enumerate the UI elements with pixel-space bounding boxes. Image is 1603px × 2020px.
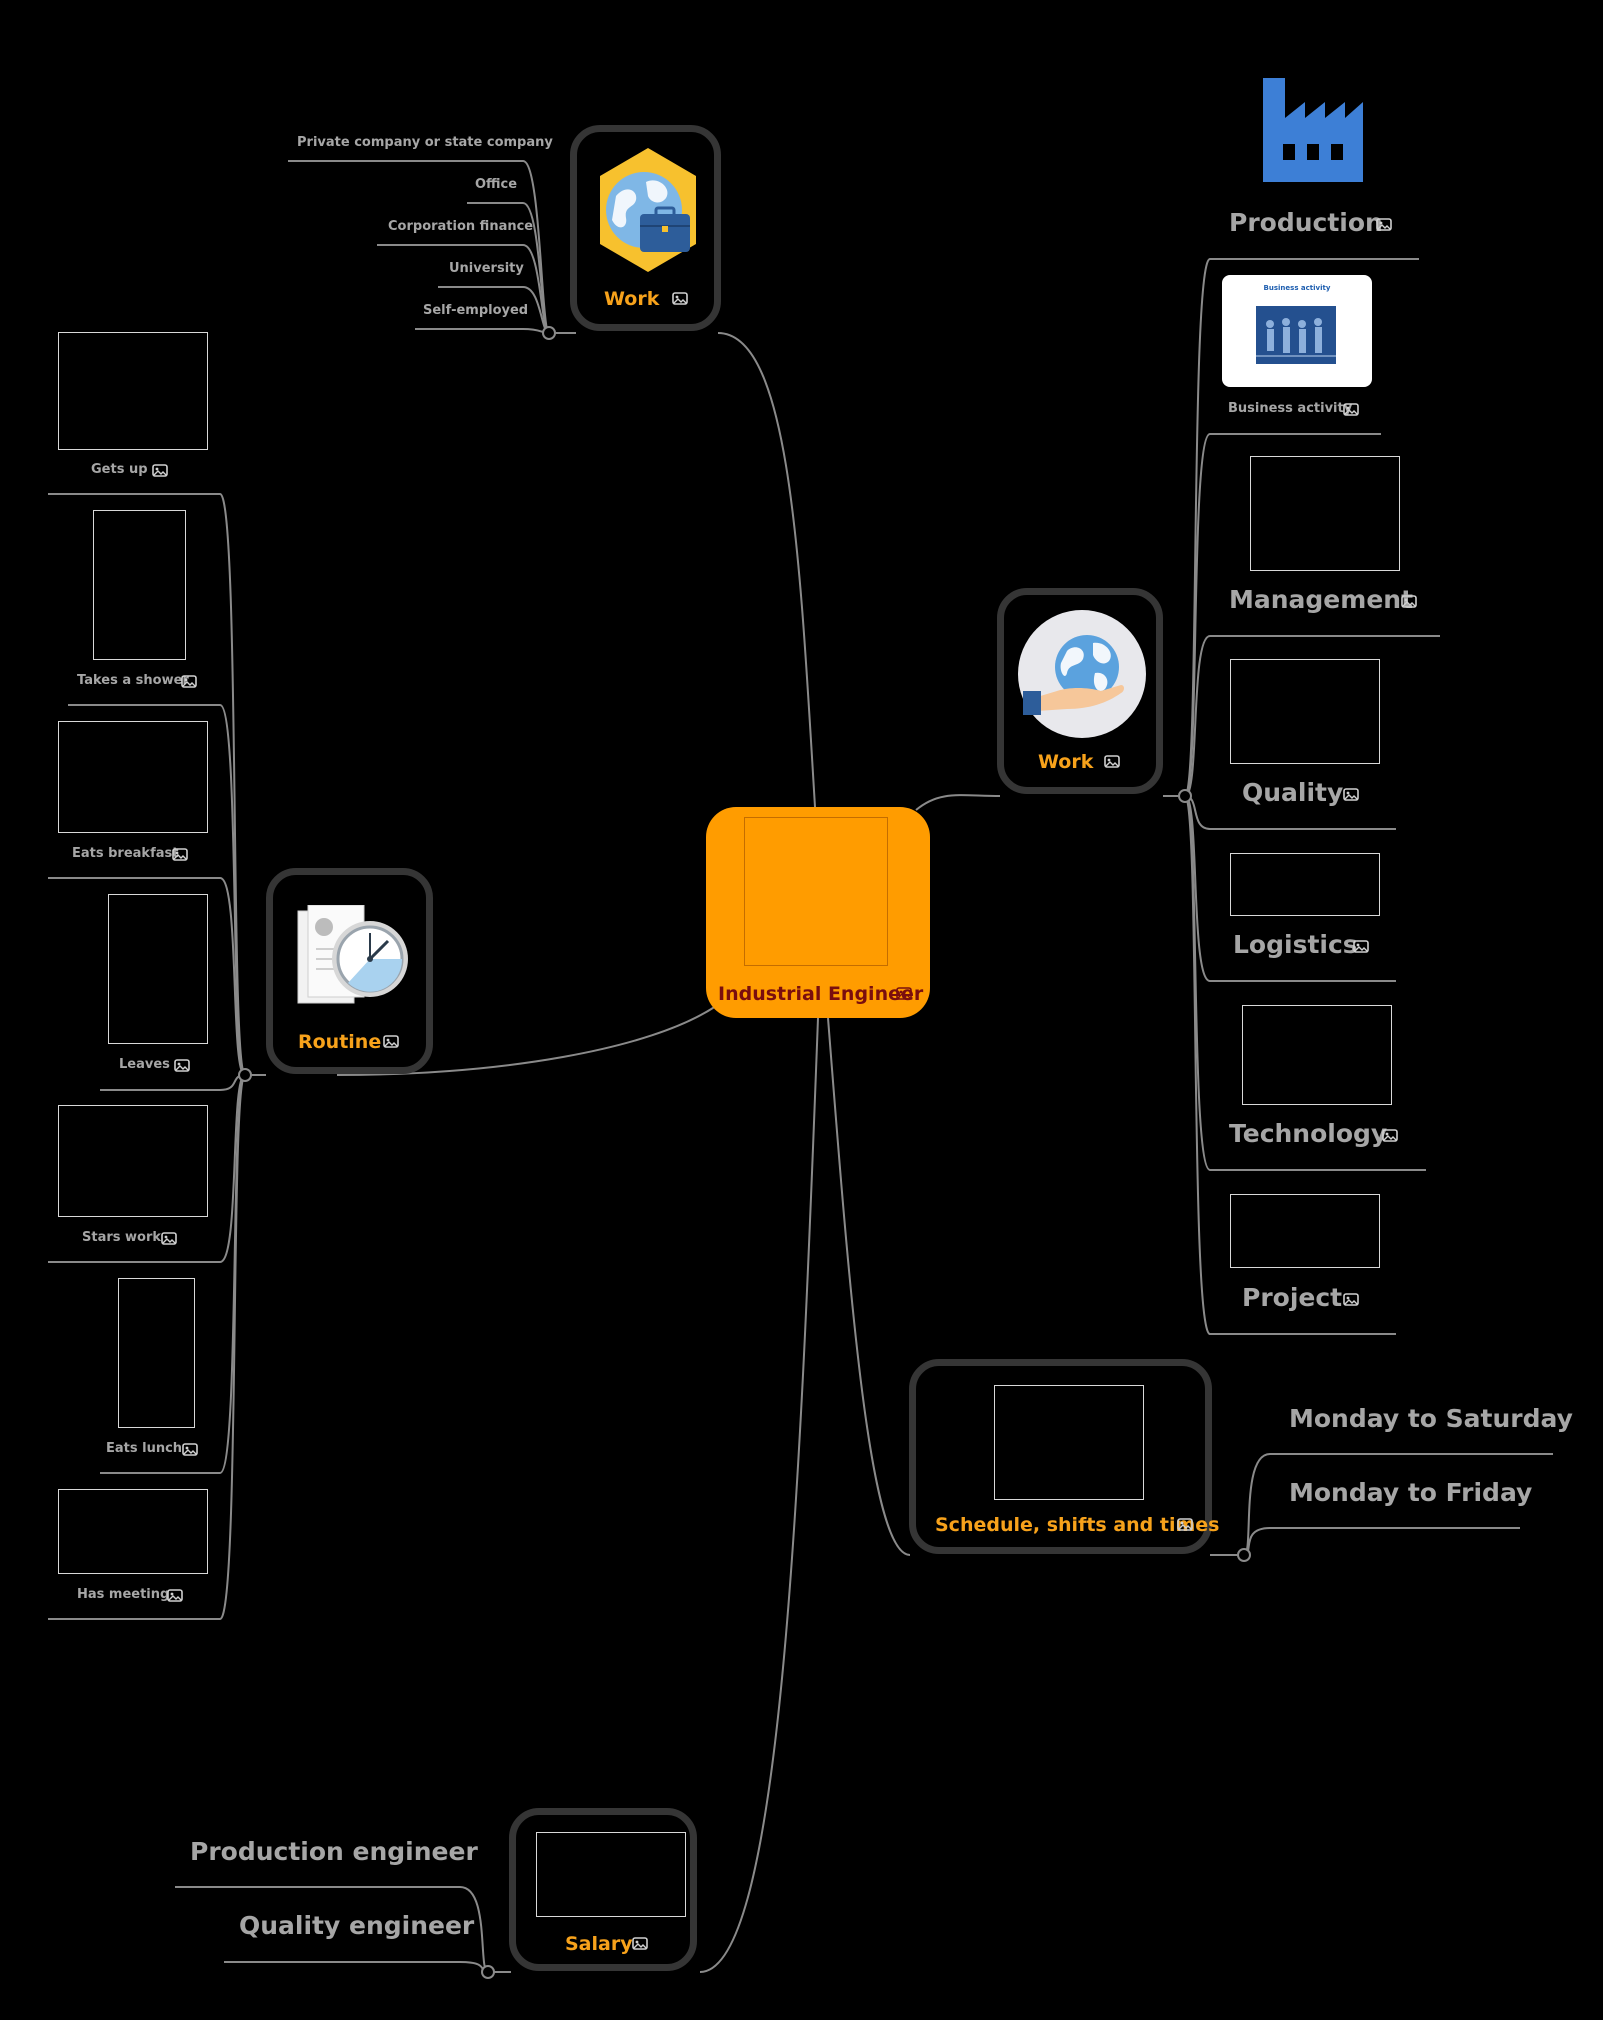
work-right-item-management[interactable]: Management	[1229, 585, 1414, 614]
stars-work-image-placeholder	[58, 1105, 208, 1217]
leaves-image-placeholder	[108, 894, 208, 1044]
work-right-card[interactable]: Work	[997, 588, 1163, 794]
technology-image-placeholder	[1242, 1005, 1392, 1105]
people-silhouette-icon	[1256, 318, 1336, 357]
project-image-placeholder	[1230, 1194, 1380, 1268]
image-icon[interactable]	[1177, 1518, 1193, 1531]
work-right-item-logistics[interactable]: Logistics	[1233, 930, 1358, 959]
central-image-placeholder	[744, 817, 888, 966]
routine-item-has-meeting[interactable]: Has meeting	[77, 1587, 170, 1602]
image-icon[interactable]	[172, 848, 188, 861]
routine-item-takes-a-shower[interactable]: Takes a shower	[77, 673, 189, 688]
work-right-label: Work	[1038, 751, 1094, 773]
management-image-placeholder	[1250, 456, 1400, 571]
image-icon[interactable]	[1376, 218, 1392, 231]
routine-item-leaves[interactable]: Leaves	[119, 1057, 170, 1072]
image-icon[interactable]	[181, 675, 197, 688]
work-top-item-office[interactable]: Office	[475, 177, 518, 192]
image-icon[interactable]	[152, 464, 168, 477]
image-icon[interactable]	[167, 1589, 183, 1602]
business-activity-photo	[1256, 306, 1336, 364]
salary-card[interactable]: Salary	[509, 1808, 697, 1971]
work-top-item-self-employed[interactable]: Self-employed	[423, 303, 529, 318]
image-icon[interactable]	[383, 1035, 399, 1048]
documents-clock-icon	[297, 905, 408, 1004]
work-top-card[interactable]: Work	[570, 125, 721, 331]
work-right-item-production[interactable]: Production	[1229, 208, 1383, 237]
routine-item-stars-work[interactable]: Stars work	[82, 1230, 162, 1245]
routine-label: Routine	[298, 1031, 382, 1053]
central-node[interactable]: Industrial Engineer	[706, 807, 930, 1018]
gets-up-image-placeholder	[58, 332, 208, 450]
work-top-item-corporation-finance[interactable]: Corporation finance	[388, 219, 534, 234]
image-icon[interactable]	[1343, 1293, 1359, 1306]
image-icon[interactable]	[161, 1232, 177, 1245]
central-label: Industrial Engineer	[718, 983, 924, 1005]
salary-item-production-engineer[interactable]: Production engineer	[190, 1837, 478, 1866]
work-right-item-project[interactable]: Project	[1242, 1283, 1343, 1312]
image-icon[interactable]	[672, 292, 688, 305]
salary-label: Salary	[565, 1933, 633, 1955]
image-icon[interactable]	[1353, 940, 1369, 953]
salary-item-quality-engineer[interactable]: Quality engineer	[239, 1911, 475, 1940]
image-icon[interactable]	[1343, 788, 1359, 801]
work-right-item-quality[interactable]: Quality	[1242, 778, 1344, 807]
schedule-card[interactable]: Schedule, shifts and times	[909, 1359, 1220, 1554]
logistics-image-placeholder	[1230, 853, 1380, 916]
work-right-item-business-activity[interactable]: Business activity	[1228, 401, 1353, 416]
image-icon[interactable]	[1104, 755, 1120, 768]
globe-in-hand-icon	[1018, 610, 1146, 738]
globe-briefcase-hexagon-icon	[600, 148, 696, 272]
image-icon[interactable]	[1382, 1129, 1398, 1142]
schedule-item-monday-to-friday[interactable]: Monday to Friday	[1289, 1478, 1533, 1507]
schedule-image-placeholder	[994, 1385, 1144, 1500]
work-top-item-private-company[interactable]: Private company or state company	[297, 135, 553, 150]
business-activity-image-caption: Business activity	[1263, 284, 1331, 292]
takes-a-shower-image-placeholder	[93, 510, 186, 660]
work-top-item-university[interactable]: University	[449, 261, 524, 276]
routine-item-gets-up[interactable]: Gets up	[91, 462, 148, 477]
schedule-item-monday-to-saturday[interactable]: Monday to Saturday	[1289, 1404, 1573, 1433]
schedule-label: Schedule, shifts and times	[935, 1514, 1220, 1536]
business-activity-image: Business activity	[1222, 275, 1372, 387]
work-top-label: Work	[604, 288, 660, 310]
routine-item-eats-lunch[interactable]: Eats lunch	[106, 1441, 183, 1456]
work-right-item-technology[interactable]: Technology	[1229, 1119, 1388, 1148]
image-icon[interactable]	[1401, 595, 1417, 608]
has-meeting-image-placeholder	[58, 1489, 208, 1574]
image-icon[interactable]	[174, 1059, 190, 1072]
image-icon[interactable]	[1343, 403, 1359, 416]
salary-image-placeholder	[536, 1832, 686, 1917]
routine-item-eats-breakfast[interactable]: Eats breakfast	[72, 846, 179, 861]
image-icon[interactable]	[182, 1443, 198, 1456]
routine-card[interactable]: Routine	[266, 868, 433, 1074]
factory-icon	[1263, 78, 1363, 182]
image-icon[interactable]	[896, 987, 912, 1000]
image-icon[interactable]	[632, 1937, 648, 1950]
quality-image-placeholder	[1230, 659, 1380, 764]
eats-breakfast-image-placeholder	[58, 721, 208, 833]
eats-lunch-image-placeholder	[118, 1278, 195, 1428]
